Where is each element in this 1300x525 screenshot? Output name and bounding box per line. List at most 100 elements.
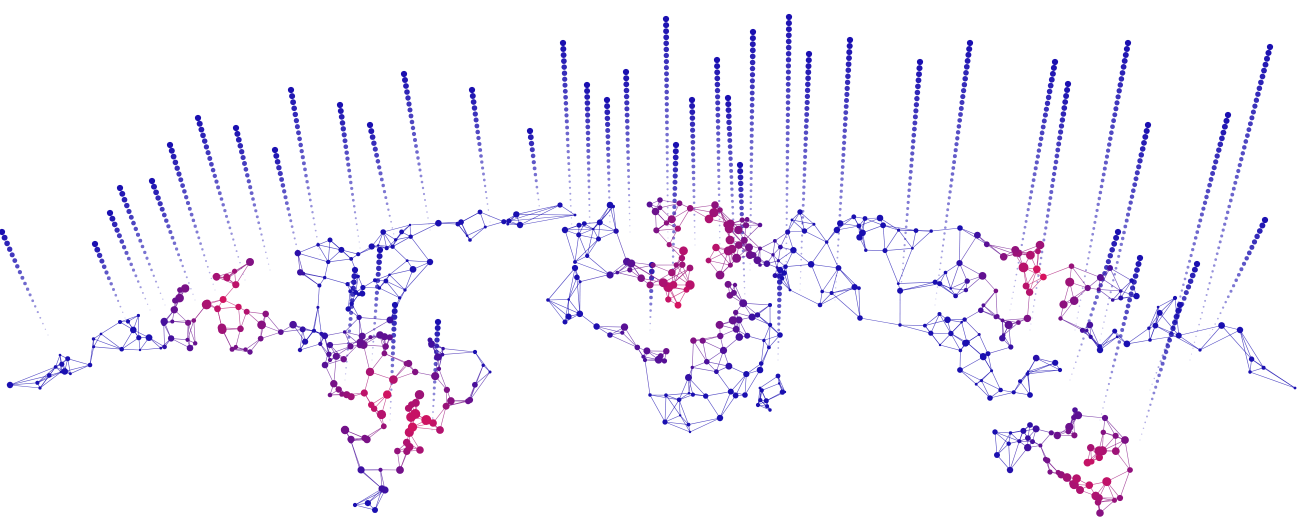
network-link [1002,320,1004,336]
network-node [956,260,963,267]
beam-dot [420,180,424,184]
beam-dot [671,299,673,301]
beam-dot [254,209,258,213]
network-node [1118,289,1123,293]
network-node [376,409,387,420]
beam-dot [715,106,721,112]
beam-dot [1076,317,1078,319]
network-link [950,288,966,291]
network-node [962,317,967,322]
beam-dot [1125,212,1131,217]
beam-dot [230,232,233,235]
beam-dot [1192,347,1194,349]
beam-dot [536,192,539,195]
network-node [368,243,375,250]
network-link [744,224,761,241]
beam-dot [777,303,782,309]
beam-dot [627,169,630,172]
beam-dot [1127,206,1132,211]
beam-dot [528,140,535,147]
network-node [1072,407,1078,413]
network-node [1094,446,1104,456]
network-link [1009,441,1020,471]
beam-dot [1218,240,1222,244]
beam-dot [728,156,733,161]
network-link [329,344,344,360]
beam-dot [355,223,358,226]
network-link [987,346,1011,354]
beam-dot [966,39,974,47]
beam-dot [219,197,224,201]
network-node [1011,390,1016,395]
beam-dot [912,114,918,120]
beam-dot [1183,290,1189,296]
beam-dot [663,22,670,29]
beam-dot [1198,323,1200,326]
network-node [993,288,999,294]
beam-dot [391,345,396,350]
network-link [593,228,617,232]
network-link [692,367,717,372]
network-node [335,386,342,393]
beam-dot [842,134,847,139]
network-node [403,288,407,292]
network-node [607,332,613,338]
beam-dot [749,177,753,180]
beam-dot [961,82,968,88]
beam-dot [205,150,211,156]
beam-dot [138,238,143,243]
beam-dot [570,217,573,219]
network-node [717,332,724,340]
beam-dot [411,131,417,137]
network-link [578,234,588,257]
beam-dot [844,91,850,97]
beam-dot [1058,129,1064,135]
beam-dot [1055,147,1061,153]
network-node [581,221,587,227]
network-link [772,240,776,255]
network-link [392,246,408,261]
beam-dot [802,191,806,195]
beam-dot [1105,259,1111,265]
beam-dot [904,231,907,235]
beam-dot [804,99,810,105]
network-link [664,415,681,423]
beam-dot [801,203,805,207]
network-link [265,313,282,333]
network-node [898,323,902,327]
network-link [235,261,251,285]
network-node [243,347,248,352]
network-edges [9,199,1296,514]
beam-dot [1080,343,1083,346]
network-node [994,452,1000,458]
network-link [743,302,771,306]
beam-dot [195,230,199,234]
network-link [966,342,984,357]
beam-dot [1186,265,1190,269]
network-node [646,201,653,208]
network-node [979,379,984,383]
beam-dot [391,227,394,229]
network-node [408,223,412,227]
beam-dot [785,106,791,111]
beam-dot [785,236,788,239]
beam-dot [248,185,253,190]
beam-dot [665,151,669,155]
network-node [257,320,266,330]
beam-dot [1014,279,1017,282]
beam-dot [664,108,669,113]
beam-dot [1097,196,1101,201]
network-link [791,219,805,232]
beam-dot [1114,352,1118,356]
beam-dot [1105,148,1111,153]
beam-dot [565,131,570,136]
network-link [799,211,815,225]
network-link [689,417,721,433]
beam-dot [1262,61,1269,68]
network-node [650,262,656,268]
network-link [706,361,729,367]
beam-dot [1043,232,1047,236]
network-node [1025,372,1030,376]
beam-dot [532,166,537,171]
beam-dot [389,400,392,403]
